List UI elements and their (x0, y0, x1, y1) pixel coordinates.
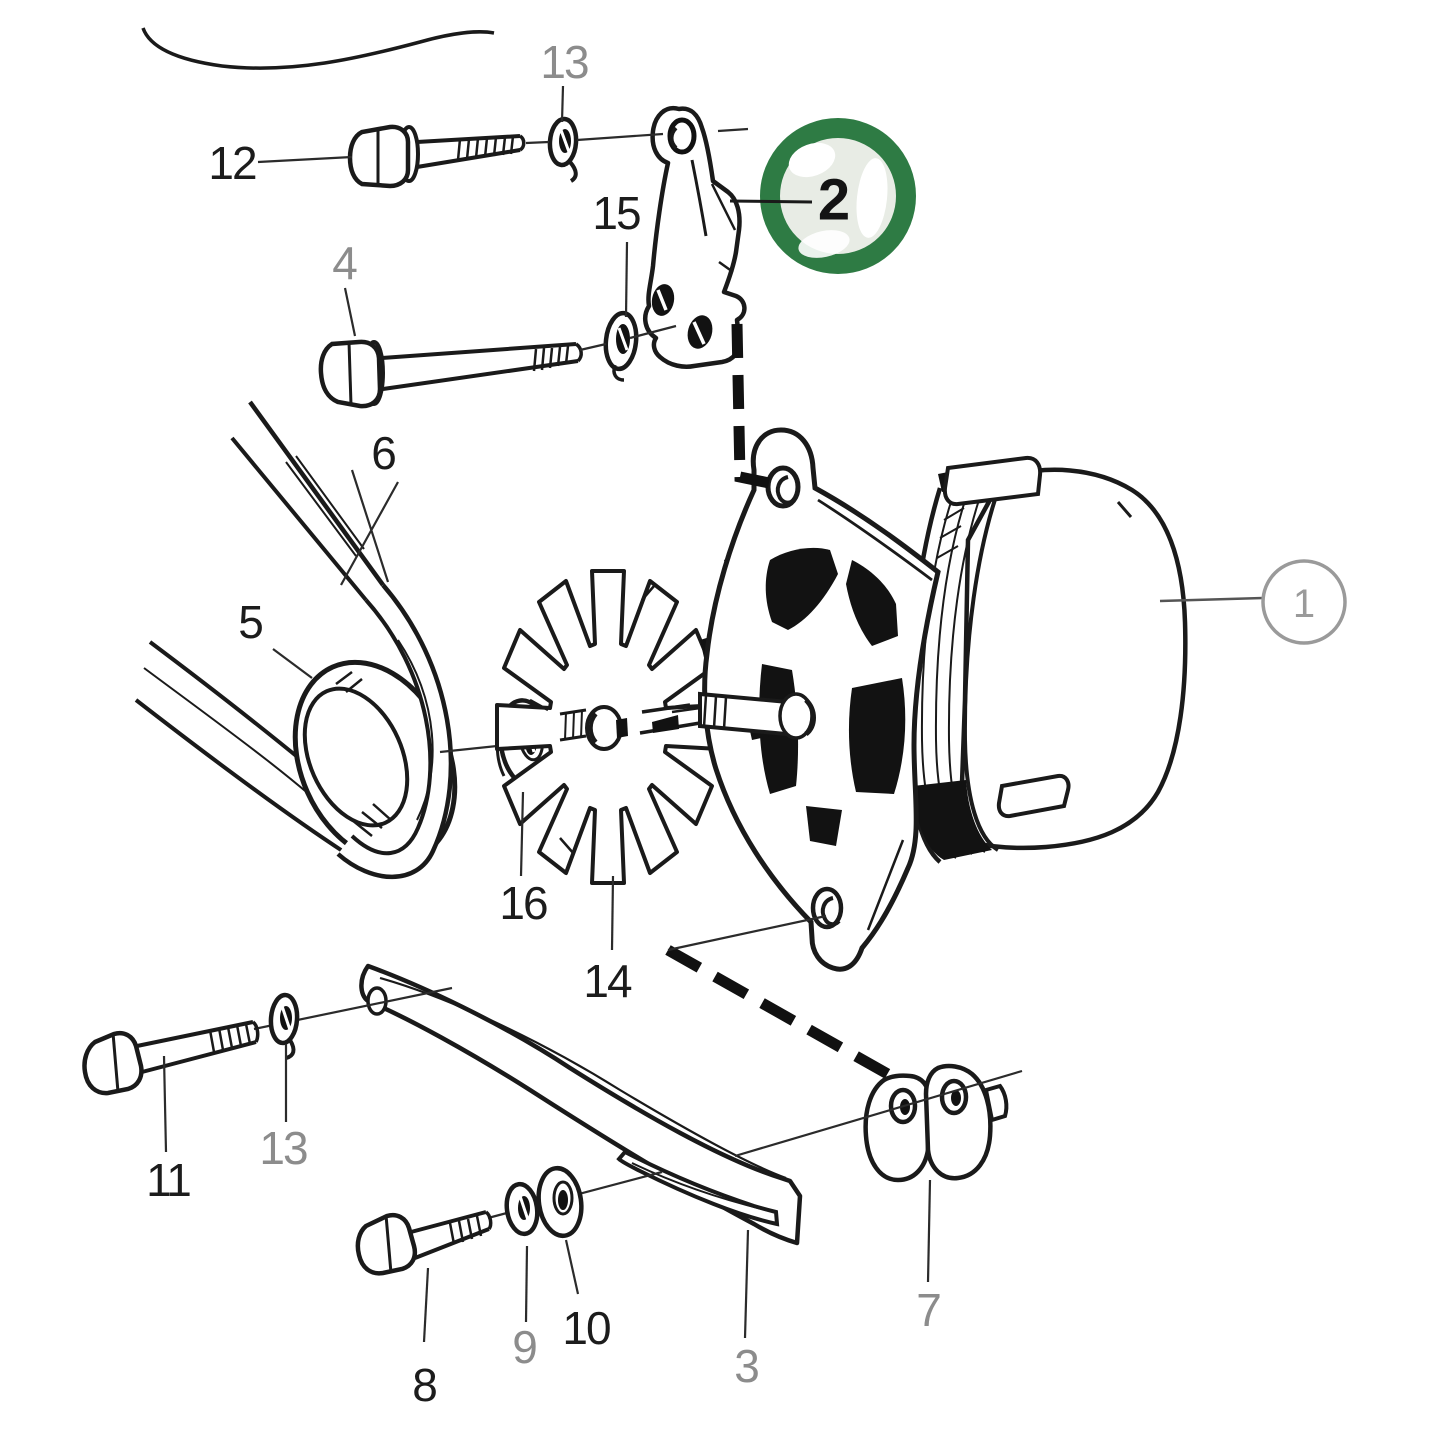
washer-15 (603, 310, 639, 382)
part-label-6: 6 (371, 427, 395, 479)
leader-9 (524, 1245, 529, 1323)
leader-10 (564, 1239, 580, 1295)
fan (495, 569, 721, 885)
clamp-bracket-7 (863, 1063, 1009, 1183)
part-label-1: 1 (1293, 582, 1315, 626)
part-label-3: 3 (734, 1340, 758, 1392)
part-label-16: 16 (499, 877, 547, 929)
part-label-15: 15 (592, 187, 640, 239)
leader-2 (729, 199, 813, 204)
drive-belt (230, 400, 454, 880)
leader-bolt4-axis (579, 324, 677, 352)
part-label-10: 10 (562, 1302, 610, 1354)
alternator (698, 427, 1188, 972)
bolt-4 (318, 339, 583, 409)
part-label-14: 14 (583, 955, 632, 1007)
bolt-8 (355, 1210, 493, 1276)
part-label-4: 4 (332, 237, 357, 289)
washer-10 (536, 1165, 584, 1239)
washer-13-bottom (268, 992, 300, 1060)
bracket-2 (642, 105, 747, 369)
leader-14 (610, 875, 615, 951)
part-label-13-bottom: 13 (259, 1122, 307, 1174)
leader-lines (162, 85, 1023, 1343)
leader-11 (162, 1055, 168, 1153)
adjusting-arm-3 (359, 963, 803, 1246)
bolt-11 (82, 1020, 260, 1096)
part-label-7: 7 (916, 1284, 940, 1336)
washer-13-top (547, 116, 579, 183)
leader-washer13-bracket (525, 127, 749, 145)
leader-5 (272, 648, 313, 679)
leader-6-cross (340, 469, 399, 586)
assembly-dashed-lines (665, 323, 896, 1082)
highlight-circle-part-2[interactable]: 2 (729, 118, 916, 274)
leader-16 (519, 791, 525, 877)
part-label-2: 2 (818, 168, 848, 233)
part-label-8: 8 (412, 1359, 436, 1411)
leader-7 (926, 1179, 932, 1283)
leader-lug-to-dash (667, 914, 827, 952)
leader-1 (1159, 596, 1264, 603)
callout-circle-part-1[interactable]: 1 (1159, 559, 1347, 645)
washer-9 (504, 1181, 540, 1237)
part-label-13-top: 13 (540, 36, 588, 88)
engine-outline (141, 27, 495, 70)
part-label-5: 5 (238, 596, 262, 648)
part-label-9: 9 (512, 1321, 536, 1373)
bolt-12 (347, 124, 526, 189)
part-label-12: 12 (208, 137, 256, 189)
leader-8 (422, 1267, 430, 1343)
leader-arm-to-clamp (734, 1069, 1023, 1158)
leader-13-top (560, 85, 565, 123)
part-label-11: 11 (146, 1154, 190, 1206)
leader-4 (343, 287, 357, 337)
leader-12 (257, 155, 353, 164)
leader-3 (743, 1229, 750, 1339)
leader-15 (624, 241, 629, 318)
part-labels: 12 13 15 4 6 5 16 14 11 13 8 9 10 3 7 (146, 36, 942, 1411)
